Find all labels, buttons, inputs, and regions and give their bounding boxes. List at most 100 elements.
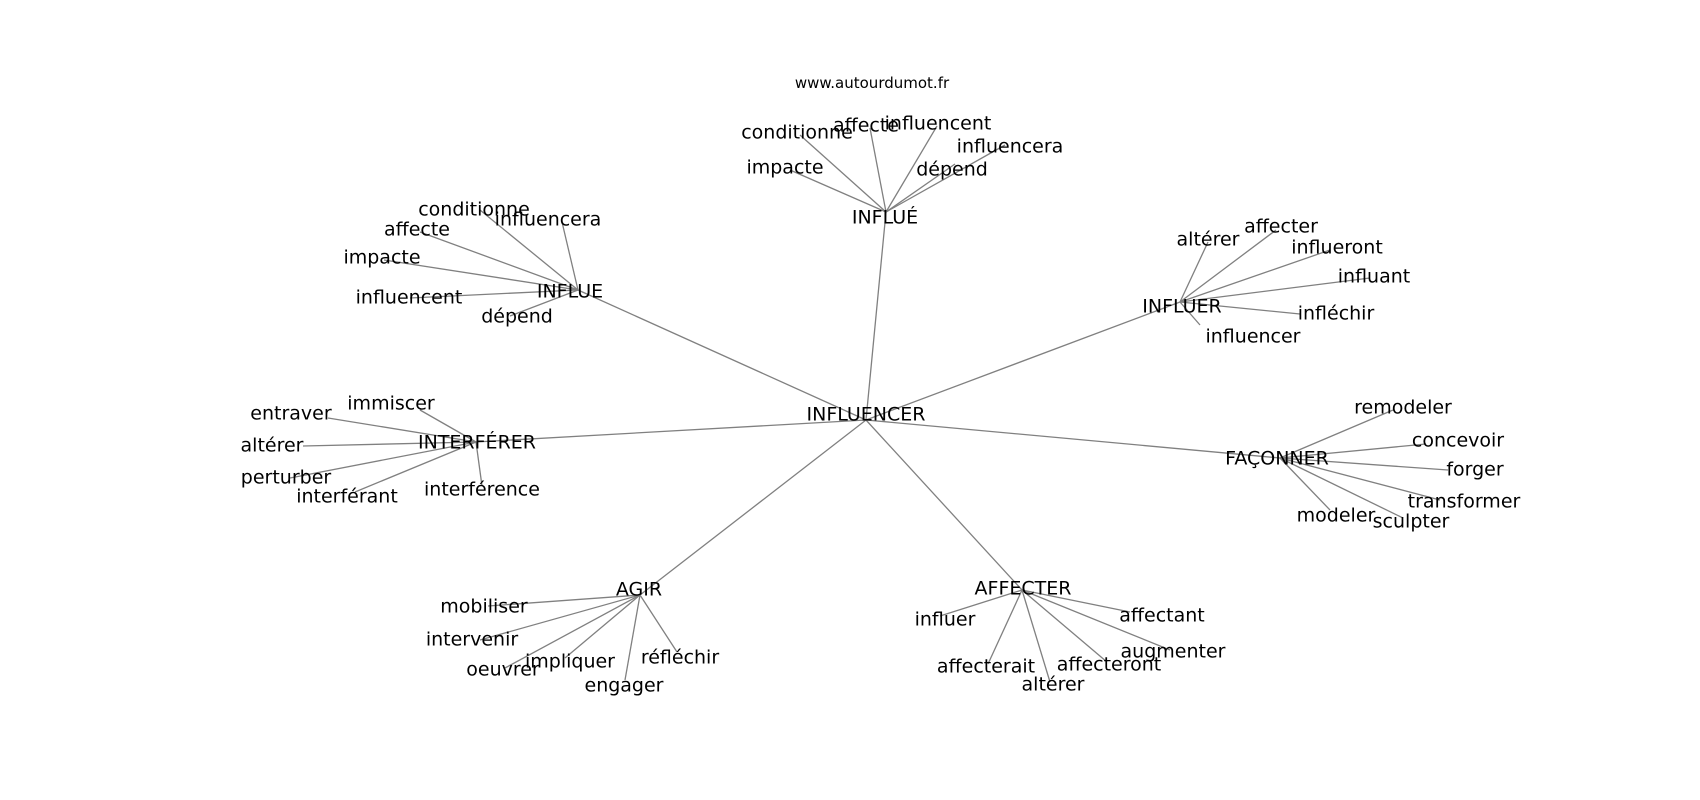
edge-interférer-leaf — [289, 441, 477, 479]
leaf-word-label[interactable]: entraver — [250, 403, 332, 425]
leaf-word-label[interactable]: affecteront — [1057, 654, 1162, 676]
edge-interférer-leaf — [327, 417, 477, 443]
edge-center-to-affecter — [865, 419, 1023, 591]
edge-interférer-leaf — [354, 441, 477, 493]
cluster-node-label[interactable]: AGIR — [616, 579, 662, 601]
leaf-word-label[interactable]: dépend — [481, 306, 553, 328]
leaf-word-label[interactable]: impacte — [343, 247, 420, 269]
center-node-label[interactable]: INFLUENCER — [807, 404, 926, 426]
leaf-word-label[interactable]: impacte — [746, 157, 823, 179]
leaf-word-label[interactable]: conditionne — [418, 199, 530, 221]
leaf-word-label[interactable]: concevoir — [1412, 430, 1504, 452]
cluster-node-label[interactable]: INTERFÉRER — [418, 431, 536, 454]
edge-center-to-façonner — [865, 419, 1281, 459]
edge-influe-leaf — [509, 289, 579, 317]
edge-interférer-leaf — [302, 441, 477, 447]
leaf-word-label[interactable]: affecte — [833, 115, 899, 137]
cluster-node-label[interactable]: INFLUÉ — [852, 206, 918, 229]
leaf-word-label[interactable]: interférence — [424, 479, 540, 501]
edge-influe-leaf — [479, 209, 579, 291]
edge-influé-leaf — [869, 127, 887, 213]
leaf-word-label[interactable]: modeler — [1297, 505, 1376, 527]
edge-center-to-influe — [577, 289, 867, 421]
site-url: www.autourdumot.fr — [795, 74, 950, 92]
leaf-word-label[interactable]: transformer — [1408, 491, 1521, 513]
edge-influé-leaf — [885, 125, 938, 213]
cluster-node-label[interactable]: AFFECTER — [975, 578, 1072, 600]
edge-influe-leaf — [561, 221, 579, 291]
edge-influé-leaf — [885, 144, 1006, 213]
leaf-word-label[interactable]: influencer — [1205, 326, 1300, 348]
cluster-node-label[interactable]: FAÇONNER — [1225, 448, 1329, 470]
edge-façonner-leaf — [1279, 457, 1331, 511]
edge-agir-leaf — [639, 594, 678, 653]
graph-edges — [289, 125, 1449, 683]
edge-interférer-leaf — [419, 409, 477, 443]
edge-center-to-interférer — [475, 419, 867, 443]
edge-influer-leaf — [1179, 301, 1301, 315]
leaf-word-label[interactable]: remodeler — [1354, 397, 1452, 419]
edge-center-to-agir — [639, 419, 867, 596]
edge-affecter-leaf — [1021, 589, 1051, 683]
leaf-word-label[interactable]: infléchir — [1298, 303, 1375, 325]
edge-influé-leaf — [799, 134, 887, 213]
leaf-word-label[interactable]: interférant — [296, 486, 398, 508]
leaf-word-label[interactable]: engager — [585, 675, 664, 697]
edge-influer-leaf — [1179, 229, 1277, 303]
leaf-word-label[interactable]: altérer — [241, 435, 304, 457]
edge-façonner-leaf — [1279, 443, 1427, 459]
leaf-word-label[interactable]: influencera — [957, 136, 1064, 158]
leaf-word-label[interactable]: réfléchir — [641, 647, 720, 669]
leaf-word-label[interactable]: altérer — [1177, 229, 1240, 251]
leaf-word-label[interactable]: forger — [1446, 459, 1504, 481]
leaf-word-label[interactable]: oeuvrer — [466, 659, 540, 681]
edge-façonner-leaf — [1279, 457, 1441, 501]
edge-affecter-leaf — [987, 589, 1023, 665]
leaf-word-label[interactable]: influencera — [495, 209, 602, 231]
leaf-word-label[interactable]: influeront — [1291, 237, 1383, 259]
leaf-word-label[interactable]: dépend — [916, 159, 988, 181]
edge-agir-leaf — [487, 594, 641, 607]
leaf-word-label[interactable]: affecter — [1244, 216, 1318, 238]
edge-agir-leaf — [564, 594, 641, 659]
leaf-word-label[interactable]: intervenir — [426, 629, 519, 651]
edge-affecter-leaf — [939, 589, 1023, 617]
edge-façonner-leaf — [1279, 457, 1449, 471]
edge-influer-leaf — [1179, 301, 1201, 326]
leaf-word-label[interactable]: influant — [1338, 266, 1410, 288]
edge-façonner-leaf — [1279, 457, 1404, 519]
edge-influer-leaf — [1179, 277, 1371, 303]
leaf-word-label[interactable]: immiscer — [347, 393, 435, 415]
edge-influer-leaf — [1179, 249, 1331, 303]
edge-influé-leaf — [885, 163, 956, 213]
cluster-node-label[interactable]: INFLUE — [537, 281, 603, 303]
leaf-word-label[interactable]: conditionne — [741, 122, 853, 144]
leaf-word-label[interactable]: sculpter — [1373, 511, 1450, 533]
edge-center-to-influer — [865, 301, 1181, 421]
edge-agir-leaf — [479, 594, 641, 641]
leaf-word-label[interactable]: perturber — [241, 467, 332, 489]
leaf-word-label[interactable]: influencent — [885, 113, 992, 135]
edge-interférer-leaf — [475, 441, 483, 487]
edge-influé-leaf — [789, 169, 887, 213]
leaf-word-label[interactable]: altérer — [1022, 674, 1085, 696]
graph-labels: INFLUENCER INFLUÉconditionneaffecteinflu… — [241, 113, 1521, 697]
leaf-word-label[interactable]: influer — [915, 609, 976, 631]
leaf-word-label[interactable]: affecterait — [937, 656, 1035, 678]
leaf-word-label[interactable]: influencent — [356, 287, 463, 309]
leaf-word-label[interactable]: impliquer — [525, 651, 615, 673]
leaf-word-label[interactable]: affecte — [384, 219, 450, 241]
edge-influe-leaf — [409, 289, 579, 299]
edge-influe-leaf — [383, 259, 579, 291]
leaf-word-label[interactable]: mobiliser — [440, 596, 528, 618]
edge-affecter-leaf — [1021, 589, 1171, 651]
leaf-word-label[interactable]: affectant — [1119, 605, 1204, 627]
edge-center-to-influé — [865, 211, 887, 421]
edge-affecter-leaf — [1021, 589, 1131, 613]
edge-agir-leaf — [624, 594, 641, 681]
leaf-word-label[interactable]: augmenter — [1121, 641, 1226, 663]
cluster-node-label[interactable]: INFLUER — [1142, 296, 1222, 318]
edge-influer-leaf — [1179, 241, 1209, 303]
edge-façonner-leaf — [1279, 409, 1394, 459]
